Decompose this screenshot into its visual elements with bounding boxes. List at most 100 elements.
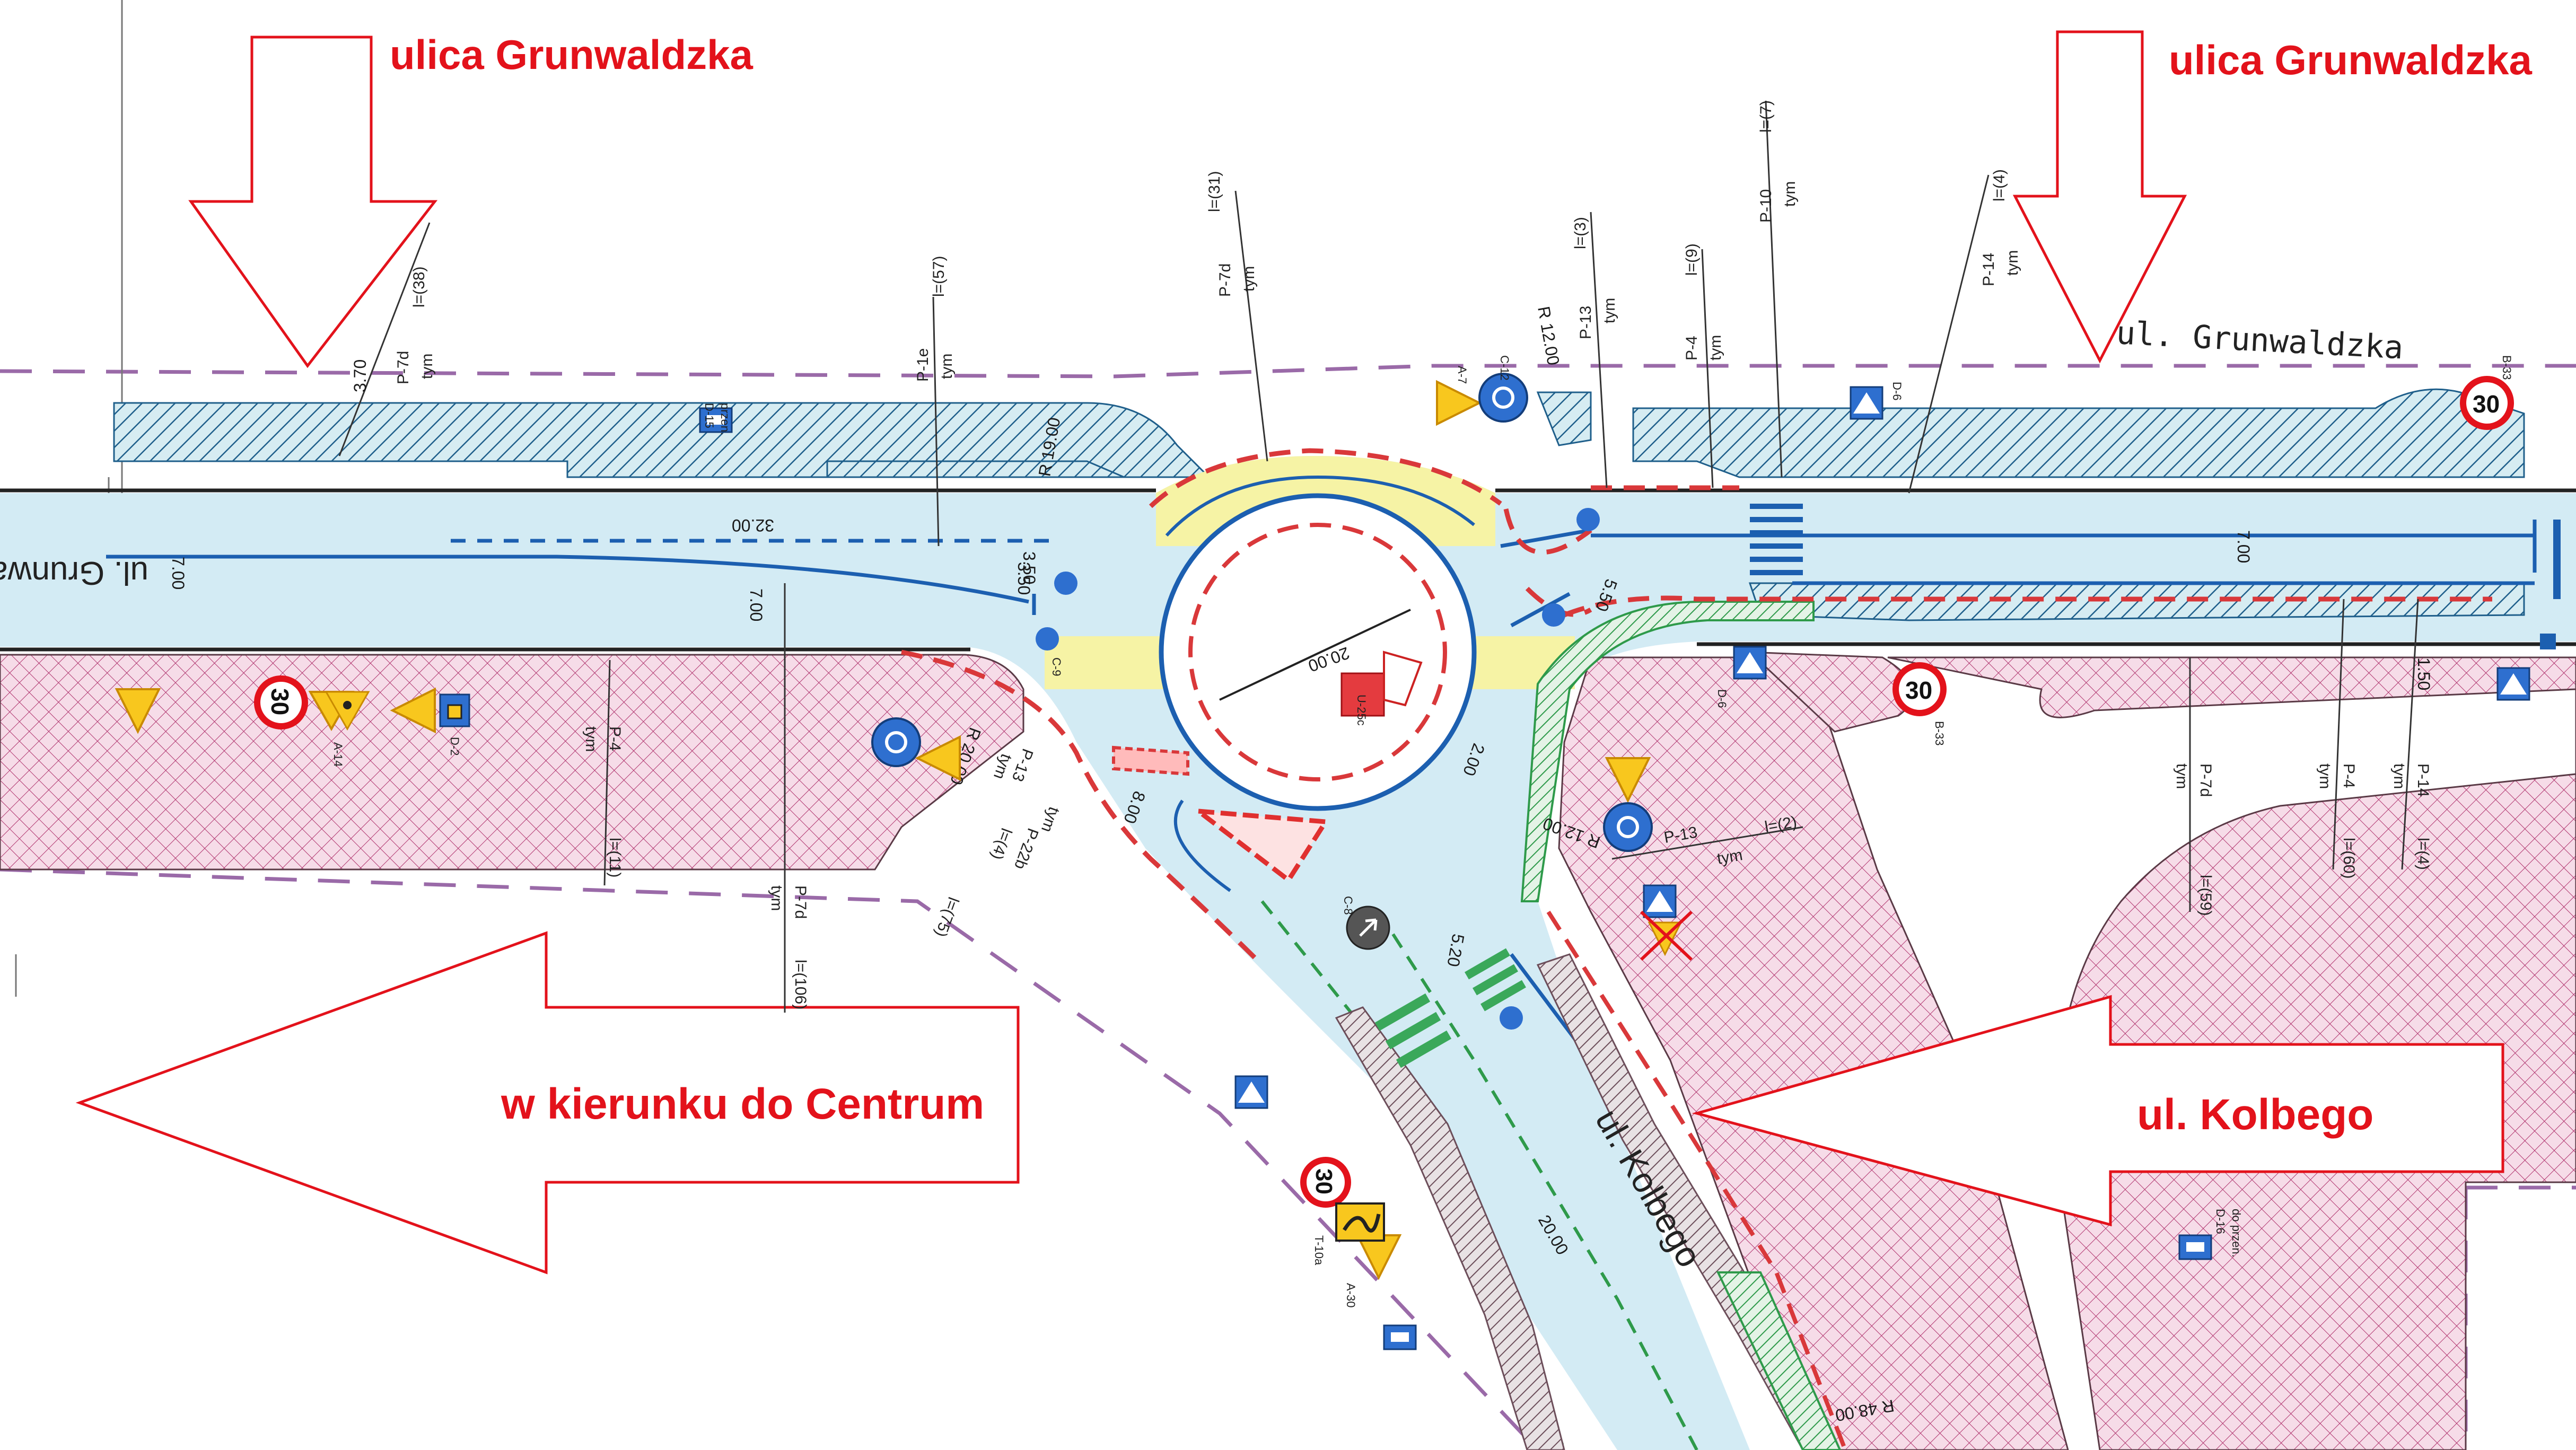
marking-6-sub: tym xyxy=(1781,181,1799,207)
marking-7-sub: tym xyxy=(2004,250,2021,276)
marking-6-len: l=(7) xyxy=(1757,100,1775,133)
warning-triangle-icon xyxy=(115,380,1651,1280)
road-works-sign-icon xyxy=(325,691,370,731)
marking-11-sub: tym xyxy=(1038,805,1063,835)
marking-1: P-7d xyxy=(395,351,412,384)
roundabout xyxy=(1149,448,1502,892)
marking-2-len: l=(57) xyxy=(930,256,948,297)
direction-arrows xyxy=(75,30,2504,1275)
dim-3: 7.00 xyxy=(747,588,766,621)
arrow-left-kolbego xyxy=(1692,995,2504,1227)
sign-code-7: D-2 xyxy=(448,737,461,755)
marking-15-len: l=(4) xyxy=(2414,838,2432,870)
dim-18: 1.50 xyxy=(2414,657,2433,690)
roundabout-sign-icon xyxy=(871,373,1653,852)
svg-text:30: 30 xyxy=(1905,676,1932,704)
marking-13-len: l=(59) xyxy=(2197,875,2214,916)
marking-1-sub: tym xyxy=(418,354,436,379)
marking-6: P-10 xyxy=(1757,189,1775,223)
marking-2: P-1e xyxy=(914,348,932,382)
dim-5: 3.50 xyxy=(1014,562,1033,595)
arrow-down-left xyxy=(188,36,438,368)
sign-code-12: D-16 xyxy=(2214,1209,2227,1234)
sign-code-5b: przen. xyxy=(719,403,732,435)
dim-1: 3.70 xyxy=(351,359,370,392)
marking-9: P-7d xyxy=(792,885,809,919)
arrow-down-right xyxy=(2012,30,2187,364)
road-signs: 30 30 30 30 xyxy=(115,373,2530,1350)
sign-code-12b: do przen. xyxy=(2230,1209,2243,1258)
marking-11-len: l=(75) xyxy=(932,895,962,939)
winding-road-sign-icon xyxy=(1335,1202,1385,1242)
marking-8: P-4 xyxy=(606,726,624,751)
marking-15: P-14 xyxy=(2414,763,2432,797)
sign-code-9: C-8 xyxy=(1342,896,1355,915)
priority-road-sign-icon xyxy=(439,693,470,727)
label-grunwa-left: ul. Grunwa xyxy=(0,555,148,591)
sign-code-1: A-7 xyxy=(1456,366,1469,384)
sign-code-10: A-30 xyxy=(1344,1283,1357,1307)
dim-4: 32.00 xyxy=(732,516,774,535)
marking-3-sub: tym xyxy=(1240,266,1258,292)
marking-14: P-4 xyxy=(2340,763,2358,788)
marking-10-len: l=(4) xyxy=(988,826,1015,862)
marking-1-len: l=(38) xyxy=(410,266,428,307)
sign-code-13: U-25c xyxy=(1355,695,1368,726)
svg-text:30: 30 xyxy=(266,688,294,715)
sign-code-14: D-6 xyxy=(1715,689,1729,708)
dim-19: 3.50 xyxy=(1020,551,1039,584)
marking-8-len: l=(11) xyxy=(606,838,624,877)
label-top-left: ulica Grunwaldzka xyxy=(390,31,753,78)
sign-code-8: C-9 xyxy=(1050,657,1063,676)
splitter-island xyxy=(1112,745,1330,884)
marking-5: P-4 xyxy=(1683,336,1701,361)
sign-code-6: A-14 xyxy=(331,742,345,767)
marking-7-len: l=(4) xyxy=(1991,169,2008,201)
dim-17: 7.00 xyxy=(2234,530,2253,563)
main-road-surface xyxy=(0,456,2576,1450)
road-edges xyxy=(0,488,2576,652)
marking-8-sub: tym xyxy=(582,726,600,752)
marking-5-len: l=(9) xyxy=(1683,243,1701,276)
sign-code-11: T-10a xyxy=(1312,1235,1326,1266)
svg-text:30: 30 xyxy=(1311,1168,1337,1194)
marking-13: P-7d xyxy=(2197,763,2214,797)
crosswalk-kolbego xyxy=(1374,948,1526,1068)
marking-2-sub: tym xyxy=(938,354,956,379)
green-strips xyxy=(1520,601,1842,1450)
sign-code-5: D-15 xyxy=(703,403,716,428)
label-kolbego: ul. Kolbego xyxy=(2137,1091,2373,1139)
keep-direction-sign-icon xyxy=(1036,508,1600,1030)
sign-code-4: B-33 xyxy=(2500,355,2513,380)
marking-3: P-7d xyxy=(1216,263,1234,297)
label-centrum: w kierunku do Centrum xyxy=(501,1080,984,1128)
marking-3-len: l=(31) xyxy=(1206,171,1223,212)
speed-limit-sign-icon: 30 30 30 30 xyxy=(254,376,2514,1208)
bus-stop-sign-icon xyxy=(699,407,2212,1350)
label-grunwaldzka-handwritten: ul. Grunwaldzka xyxy=(2115,314,2404,366)
marking-13-sub: tym xyxy=(2173,763,2191,789)
marking-14-len: l=(60) xyxy=(2340,838,2358,879)
marking-9-len: l=(106) xyxy=(792,960,809,1009)
marking-15-sub: tym xyxy=(2390,763,2408,789)
marking-4-sub: tym xyxy=(1601,298,1618,323)
right-bars xyxy=(2540,520,2561,649)
lane-lines xyxy=(106,520,2537,628)
svg-text:30: 30 xyxy=(2473,390,2500,418)
removed-sign-icon xyxy=(1640,910,1693,961)
sign-code-15: B-33 xyxy=(1933,721,1946,745)
marking-4: P-13 xyxy=(1577,306,1594,339)
marking-7: P-14 xyxy=(1980,253,1997,286)
arrow-left-centrum xyxy=(75,931,1020,1275)
dim-2: 7.00 xyxy=(169,557,188,590)
crosswalk-main xyxy=(1750,504,1803,575)
sign-code-2: C-12 xyxy=(1498,355,1511,381)
pedestrian-crossing-sign-icon xyxy=(1234,386,2530,1109)
marking-9-sub: tym xyxy=(768,885,785,911)
marking-4-len: l=(3) xyxy=(1572,217,1589,249)
marking-14-sub: tym xyxy=(2316,763,2334,789)
sign-captions: A-7 C-12 D-6 B-33 D-15 przen. A-14 D-2 C… xyxy=(331,355,2513,1307)
sign-code-3: D-6 xyxy=(1890,382,1904,400)
